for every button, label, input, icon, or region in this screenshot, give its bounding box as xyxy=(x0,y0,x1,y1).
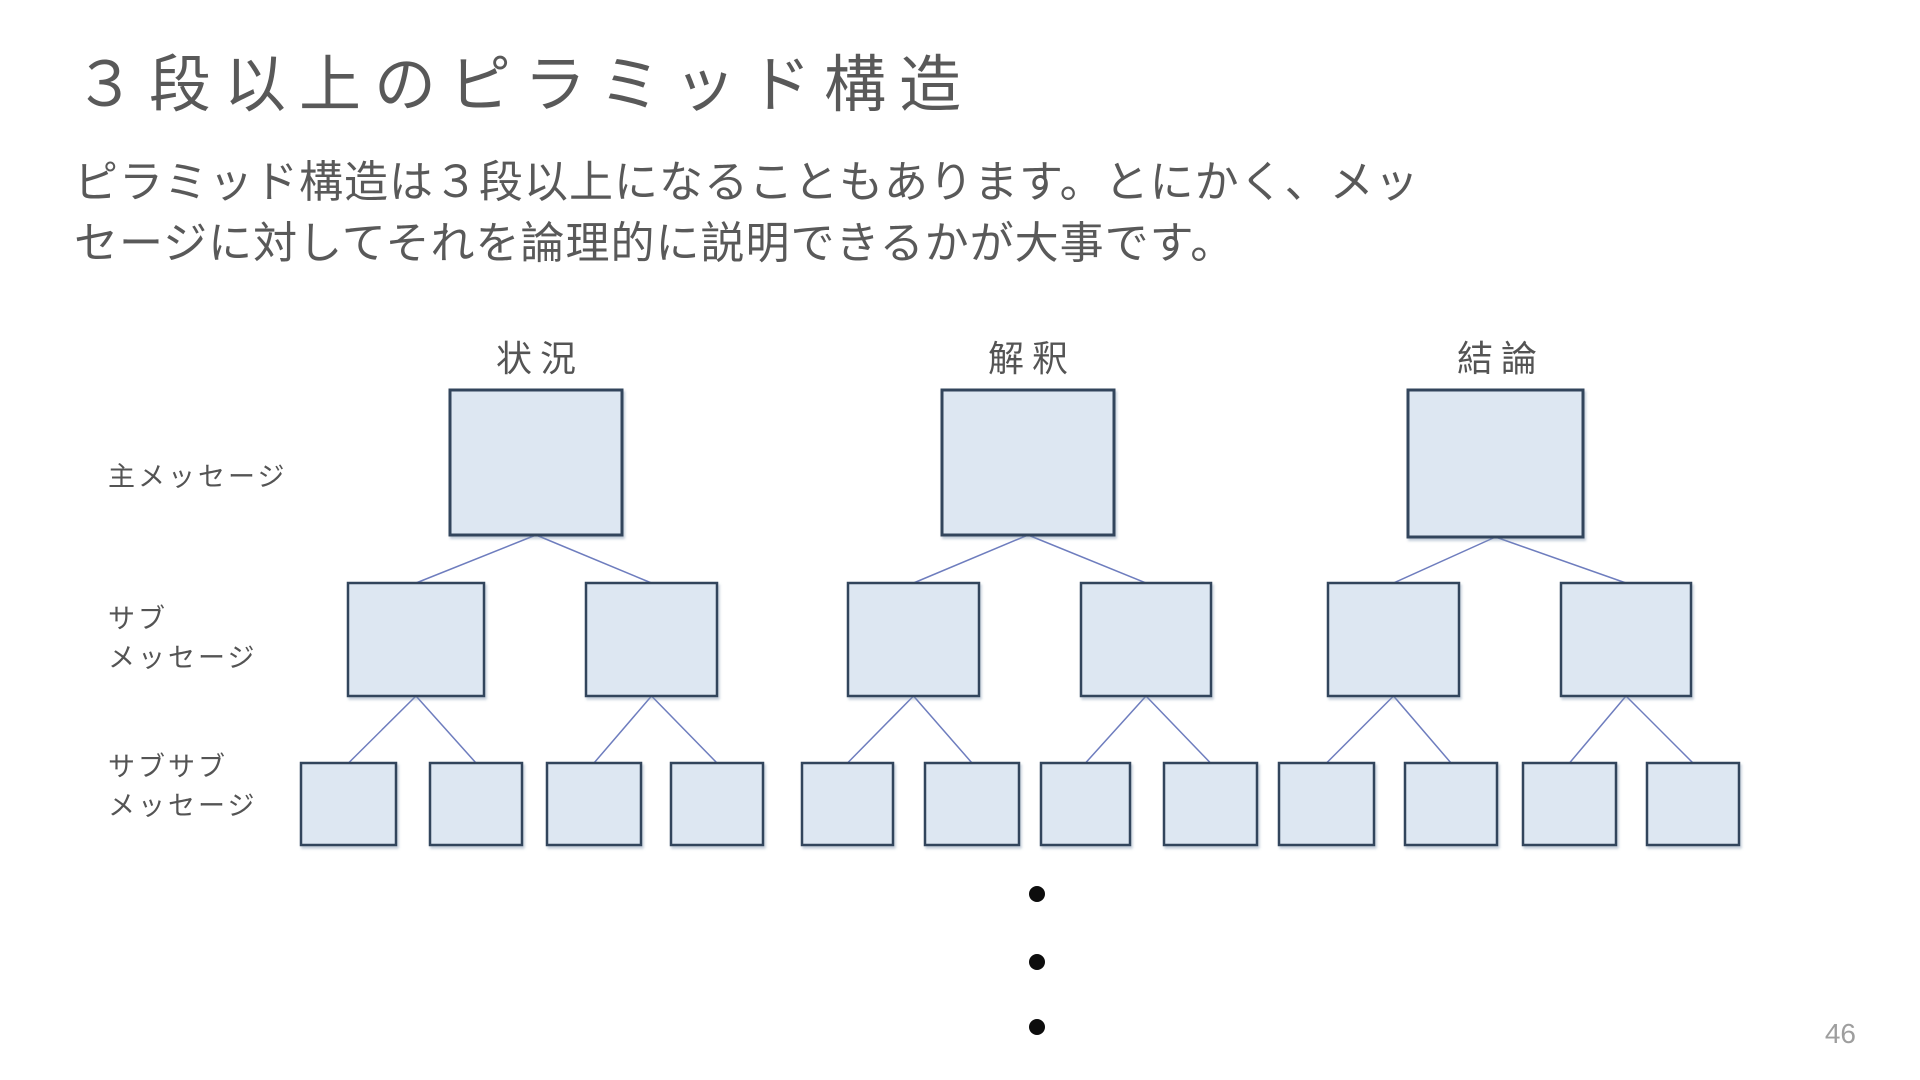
connector-sub-to-subsub xyxy=(846,695,915,764)
column-label-situation: 状況 xyxy=(495,338,585,379)
subsub-message-box xyxy=(1162,761,1259,847)
subsub-message-box xyxy=(1277,761,1376,847)
slide-title: ３段以上のピラミッド構造 xyxy=(74,51,975,120)
connector-main-to-sub xyxy=(913,534,1029,584)
ellipsis-dot xyxy=(1029,1019,1045,1035)
connector-main-to-sub xyxy=(1495,536,1627,584)
body-line-1: ピラミッド構造は３段以上になることもあります。とにかく、メッ xyxy=(74,158,1420,207)
connector-sub-to-subsub xyxy=(1145,695,1212,764)
connector-main-to-sub xyxy=(1393,536,1496,584)
connector-sub-to-subsub xyxy=(1568,695,1627,764)
connector-sub-to-subsub xyxy=(1625,695,1694,764)
row-label-main-message: 主メッセージ xyxy=(108,458,287,497)
body-line-2: セージに対してそれを論理的に説明できるかが大事です。 xyxy=(74,219,1236,268)
column-label-interpretation: 解釈 xyxy=(987,338,1077,379)
subsub-message-box xyxy=(1521,761,1618,847)
connector-sub-to-subsub xyxy=(347,695,417,764)
connector-sub-to-subsub xyxy=(912,695,973,764)
row-label-sub-message: サブ メッセージ xyxy=(108,600,257,678)
subsub-message-box xyxy=(1403,761,1499,847)
connector-main-to-sub xyxy=(1027,534,1147,584)
subsub-message-box xyxy=(923,761,1021,847)
subsub-message-box xyxy=(669,761,765,847)
row-label-line: メッセージ xyxy=(108,643,258,673)
connector-main-to-sub xyxy=(415,534,537,584)
sub-message-box xyxy=(846,581,981,698)
connector-sub-to-subsub xyxy=(1392,695,1452,764)
connector-sub-to-subsub xyxy=(1325,695,1395,764)
sub-message-box xyxy=(346,581,486,698)
ellipsis-dot xyxy=(1029,886,1045,902)
subsub-message-box xyxy=(800,761,895,847)
row-label-line: サブ xyxy=(108,604,168,634)
sub-message-box xyxy=(584,581,719,698)
page-number: 46 xyxy=(1824,1018,1856,1049)
row-label-subsub-message: サブサブ メッセージ xyxy=(108,748,257,826)
main-message-box xyxy=(448,388,624,537)
subsub-message-box xyxy=(428,761,524,847)
column-label-conclusion: 結論 xyxy=(1456,338,1546,379)
connector-main-to-sub xyxy=(535,534,652,584)
connector-sub-to-subsub xyxy=(650,695,718,764)
sub-message-box xyxy=(1559,581,1693,698)
sub-message-box xyxy=(1326,581,1461,698)
connector-sub-to-subsub xyxy=(415,695,477,764)
subsub-message-box xyxy=(545,761,643,847)
main-message-box xyxy=(940,388,1116,537)
row-label-line: メッセージ xyxy=(108,791,258,821)
connector-sub-to-subsub xyxy=(1084,695,1147,764)
main-message-box xyxy=(1406,388,1585,539)
sub-message-box xyxy=(1079,581,1213,698)
row-label-line: サブサブ xyxy=(108,752,228,782)
subsub-message-box xyxy=(1645,761,1741,847)
slide-body: ピラミッド構造は３段以上になることもあります。とにかく、メッ セージに対してそれ… xyxy=(74,152,1420,274)
subsub-message-box xyxy=(1039,761,1132,847)
row-label-line: 主メッセージ xyxy=(108,462,288,492)
connector-sub-to-subsub xyxy=(593,695,653,764)
ellipsis-dot xyxy=(1029,954,1045,970)
subsub-message-box xyxy=(299,761,398,847)
